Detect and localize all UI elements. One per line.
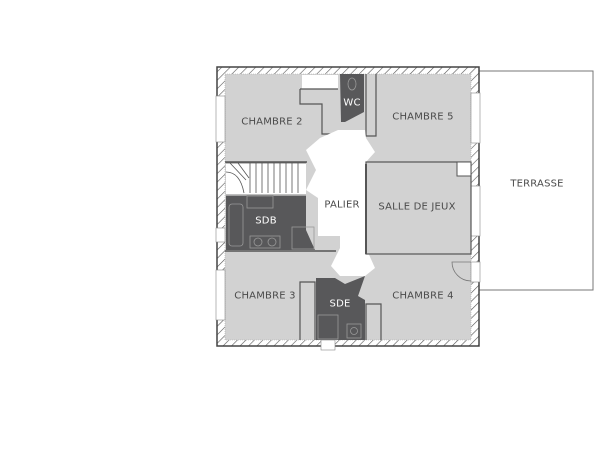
window-left-2 <box>215 227 226 243</box>
room-label-sdb: SDB <box>255 215 277 227</box>
shower-icon <box>291 226 315 250</box>
wc-room <box>340 74 364 122</box>
terrasse-area <box>477 70 594 291</box>
sink-sde-icon <box>346 323 362 339</box>
staircase <box>226 163 306 195</box>
sink-icon-2 <box>267 237 277 247</box>
room-label-chambre2: CHAMBRE 2 <box>241 116 303 128</box>
window-right-3 <box>470 261 481 283</box>
room-label-salle-de-jeux: SALLE DE JEUX <box>378 201 456 213</box>
window-right-2 <box>470 185 481 237</box>
bathtub-icon <box>228 203 244 247</box>
room-label-chambre4: CHAMBRE 4 <box>392 290 454 302</box>
room-label-sde: SDE <box>329 298 351 310</box>
salle-de-jeux-room <box>365 161 472 255</box>
palier-area <box>306 130 375 276</box>
window-bottom <box>320 339 336 351</box>
room-label-chambre5: CHAMBRE 5 <box>392 111 454 123</box>
room-label-terrasse: TERRASSE <box>510 178 564 190</box>
shower-sde-icon <box>317 314 339 340</box>
window-left-3 <box>215 269 226 321</box>
sink-icon-1 <box>253 237 263 247</box>
room-label-wc: WC <box>343 97 361 109</box>
room-label-palier: PALIER <box>324 199 360 211</box>
vanity-icon <box>249 235 281 249</box>
sdb-room <box>226 196 315 250</box>
room-label-chambre3: CHAMBRE 3 <box>234 290 296 302</box>
closet-chambre2 <box>302 75 338 89</box>
window-right-1 <box>470 92 481 144</box>
toilet-icon <box>347 77 357 91</box>
window-left-1 <box>215 95 226 143</box>
